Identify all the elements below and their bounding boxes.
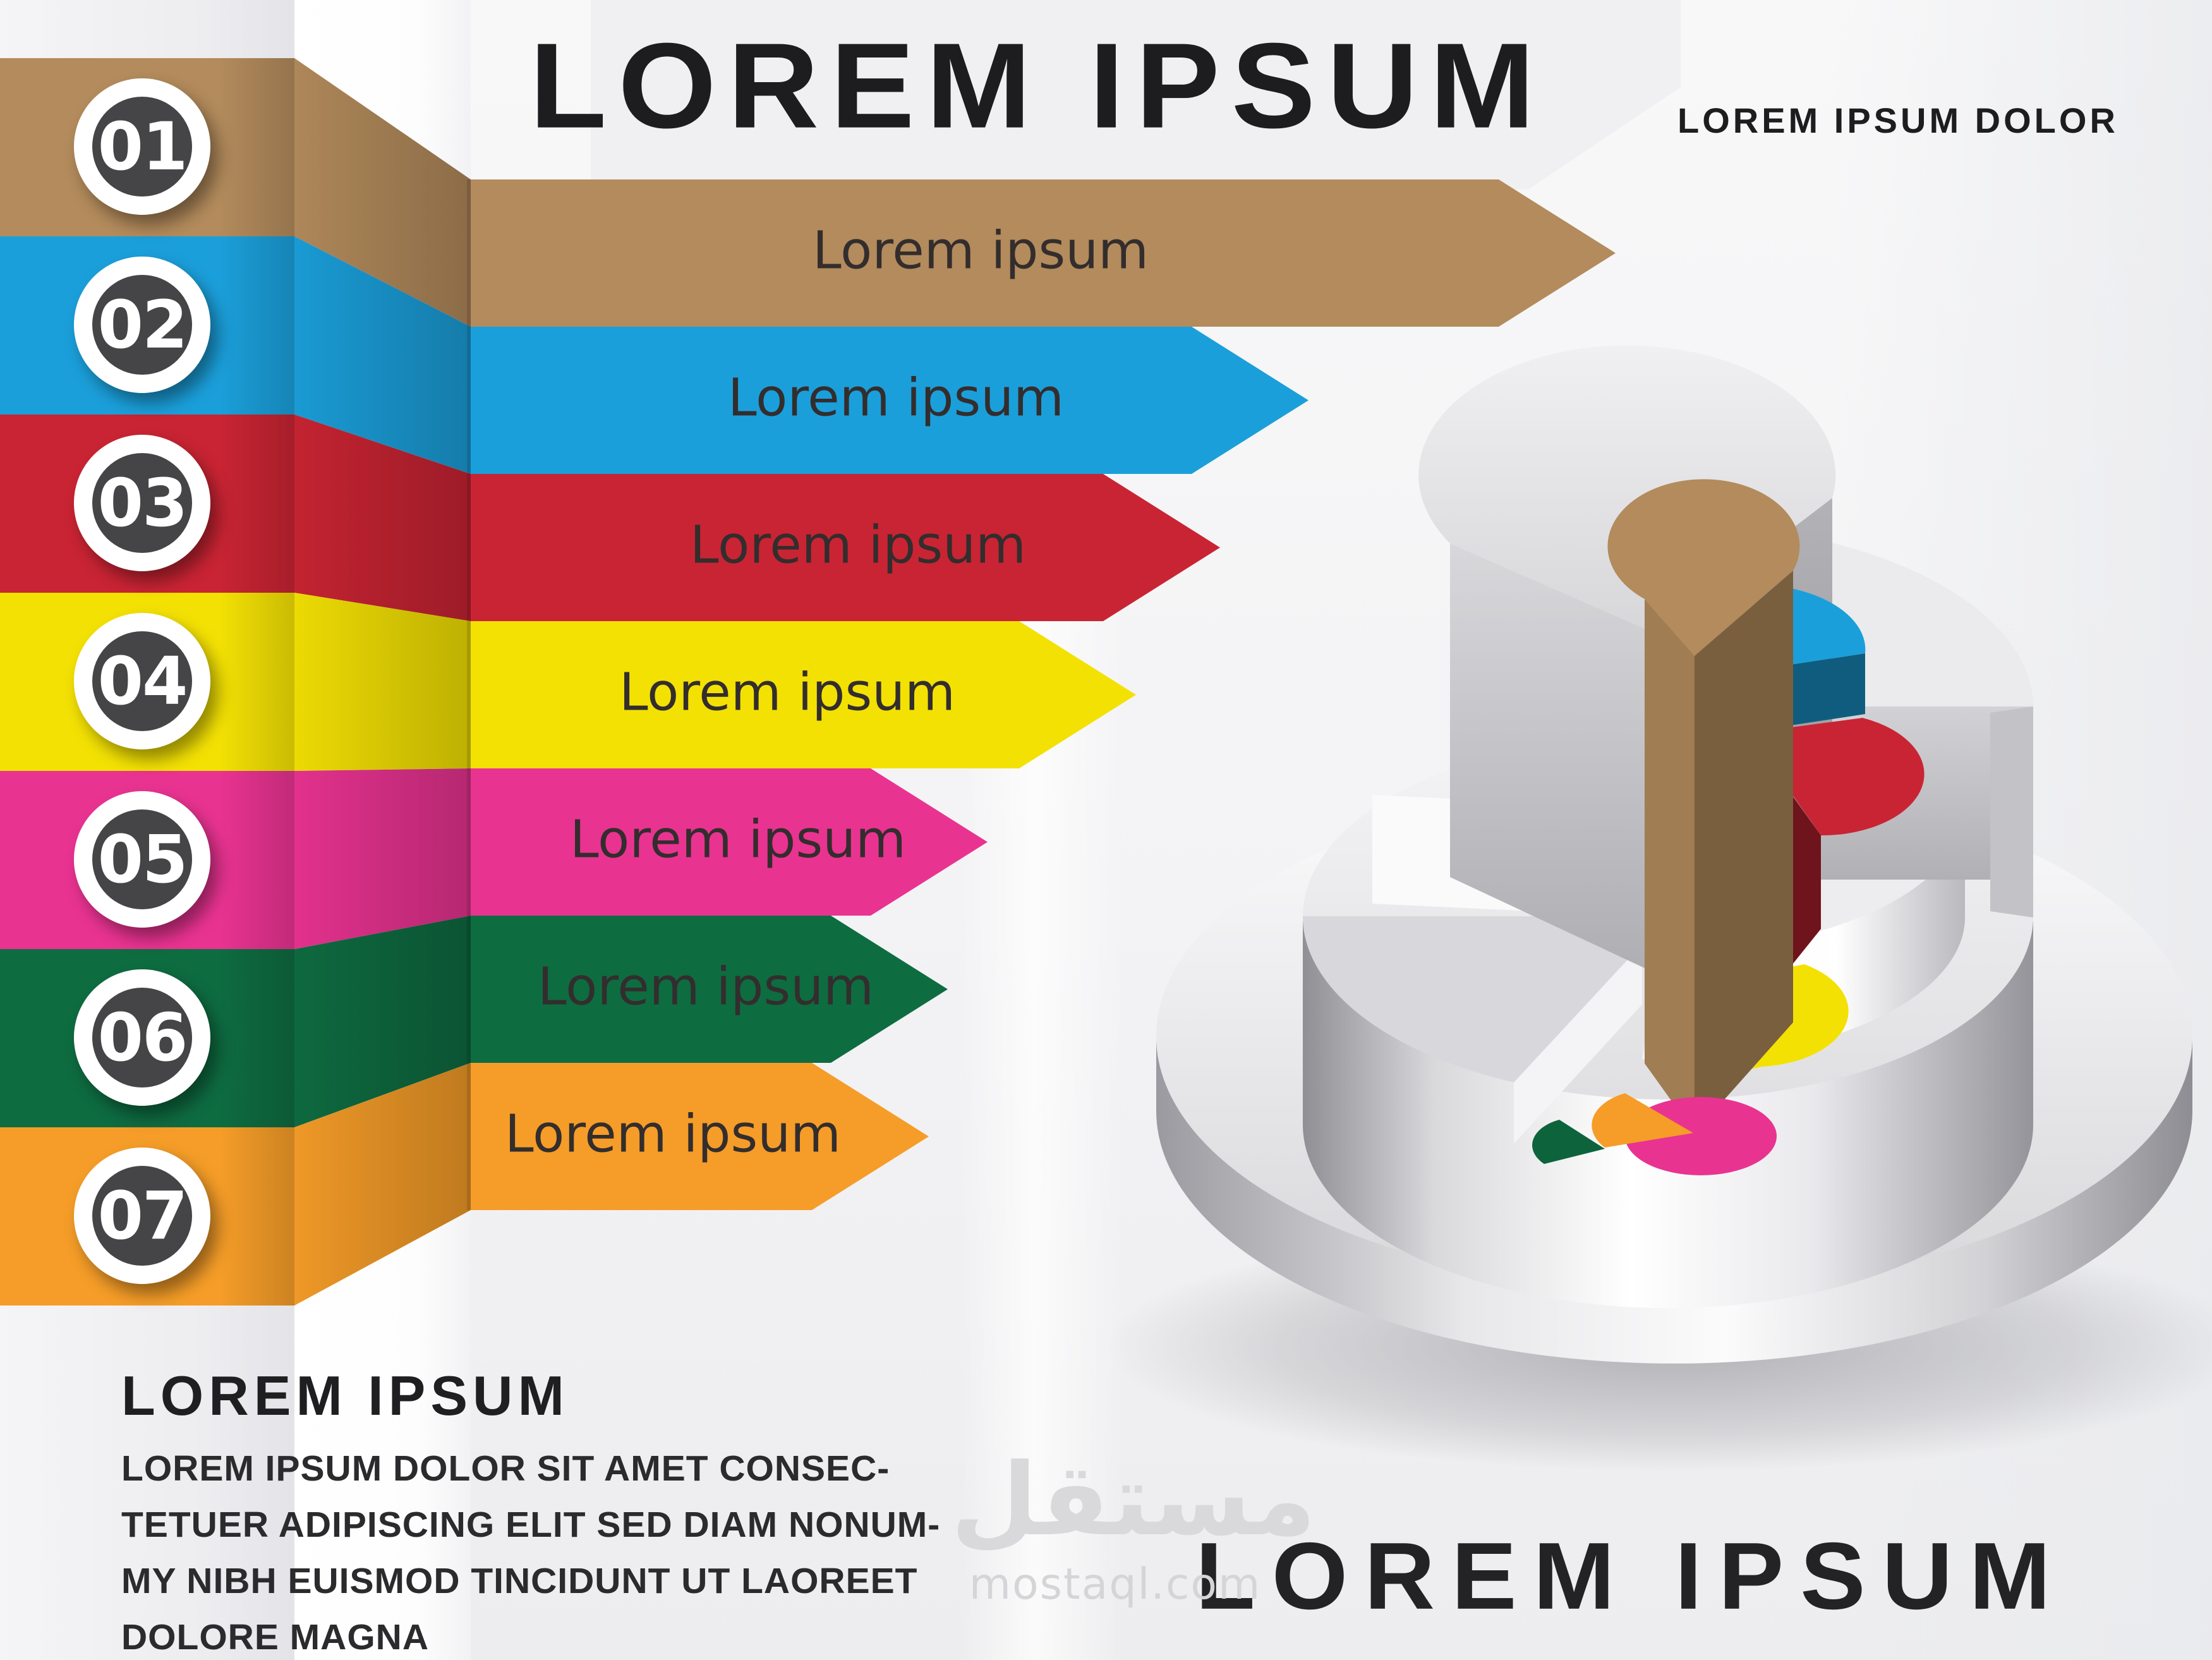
step-badge-02: 02 <box>74 257 210 393</box>
title-panel <box>591 0 1681 190</box>
drum-notch-floor <box>1303 916 1668 1082</box>
watermark-arabic: مستقل <box>951 1442 1316 1558</box>
arrow-05: Lorem ipsum <box>471 768 988 916</box>
step-badge-disc: 03 <box>92 453 192 553</box>
brown-column-dark-face <box>1695 571 1793 1133</box>
footer-paragraph: LOREM IPSUM DOLOR SIT AMET CONSEC- TETUER… <box>121 1441 940 1660</box>
arrow-label-05: Lorem ipsum <box>569 809 907 870</box>
step-number: 02 <box>97 286 188 363</box>
step-number: 04 <box>97 643 188 720</box>
drum-notch-wall <box>1514 916 1668 1144</box>
tall-pillar <box>1418 345 1836 973</box>
brown-column-top <box>1607 479 1800 656</box>
arrow-label-03: Lorem ipsum <box>689 515 1027 576</box>
step-badge-06: 06 <box>74 969 210 1106</box>
step-number: 06 <box>97 999 188 1076</box>
footer-heading: LOREM IPSUM <box>121 1364 569 1427</box>
ribbon-crease-shadow <box>219 593 294 771</box>
step-badge-disc: 01 <box>92 97 192 197</box>
watermark-latin: mostaql.com <box>969 1559 1262 1609</box>
slice-orange <box>1592 1093 1693 1148</box>
pillar-fan-top <box>1418 345 1836 633</box>
step-number: 05 <box>97 821 188 898</box>
arrow-label-07: Lorem ipsum <box>504 1104 842 1165</box>
step-number: 01 <box>97 108 188 185</box>
step-badge-04: 04 <box>74 613 210 749</box>
step-badge-disc: 06 <box>92 988 192 1087</box>
step-number: 03 <box>97 464 188 542</box>
step-number: 07 <box>97 1177 188 1254</box>
ribbon-crease-shadow <box>219 236 294 415</box>
ribbon-crease-shadow <box>219 1127 294 1306</box>
slice-red-side <box>1713 736 1821 1019</box>
slice-yellow <box>1713 964 1849 1078</box>
ribbon-crease-shadow <box>219 949 294 1127</box>
paragraph-line: LOREM IPSUM DOLOR SIT AMET CONSEC- <box>121 1448 890 1489</box>
arrow-02: Lorem ipsum <box>471 327 1308 474</box>
pie-cut-wall-front <box>1642 809 1668 1059</box>
page-subtitle: LOREM IPSUM DOLOR <box>1677 100 2118 140</box>
brown-column-light-face <box>1645 599 1695 1133</box>
pie-cut-wall-left <box>1372 795 1668 918</box>
arrow-03: Lorem ipsum <box>471 474 1220 621</box>
arrow-label-04: Lorem ipsum <box>619 662 956 723</box>
ribbon-crease-shadow <box>219 415 294 593</box>
ribbon-crease-shadow <box>219 58 294 236</box>
background-right-veil <box>1832 0 2212 1660</box>
step-badge-disc: 04 <box>92 631 192 731</box>
arrow-label-06: Lorem ipsum <box>537 957 874 1017</box>
step-badge-disc: 05 <box>92 809 192 909</box>
arrow-04: Lorem ipsum <box>471 621 1136 768</box>
arrow-07: Lorem ipsum <box>471 1063 929 1210</box>
pillar-left-face <box>1450 543 1655 973</box>
arrow-label-01: Lorem ipsum <box>812 221 1149 281</box>
slice-green <box>1532 1120 1605 1164</box>
slice-pink <box>1625 1097 1777 1175</box>
step-badge-05: 05 <box>74 791 210 928</box>
step-badge-disc: 07 <box>92 1166 192 1266</box>
arrow-label-02: Lorem ipsum <box>727 368 1065 428</box>
arrow-01: Lorem ipsum <box>471 179 1616 327</box>
paragraph-line: MY NIBH EUISMOD TINCIDUNT UT LAOREET <box>121 1561 918 1601</box>
page-title: LOREM IPSUM <box>529 18 1547 154</box>
step-badge-03: 03 <box>74 435 210 571</box>
paragraph-line: DOLORE MAGNA <box>121 1617 429 1657</box>
step-badge-07: 07 <box>74 1148 210 1284</box>
pillar-right-face <box>1655 498 1832 960</box>
step-badge-01: 01 <box>74 78 210 215</box>
paragraph-line: TETUER ADIPISCING ELIT SED DIAM NONUM- <box>121 1505 941 1545</box>
step-badge-disc: 02 <box>92 275 192 375</box>
watermark: مستقل mostaql.com <box>951 1442 1316 1609</box>
arrow-06: Lorem ipsum <box>471 916 948 1063</box>
ribbon-crease-shadow <box>219 771 294 949</box>
footer-big-title: LOREM IPSUM <box>1195 1522 2067 1629</box>
